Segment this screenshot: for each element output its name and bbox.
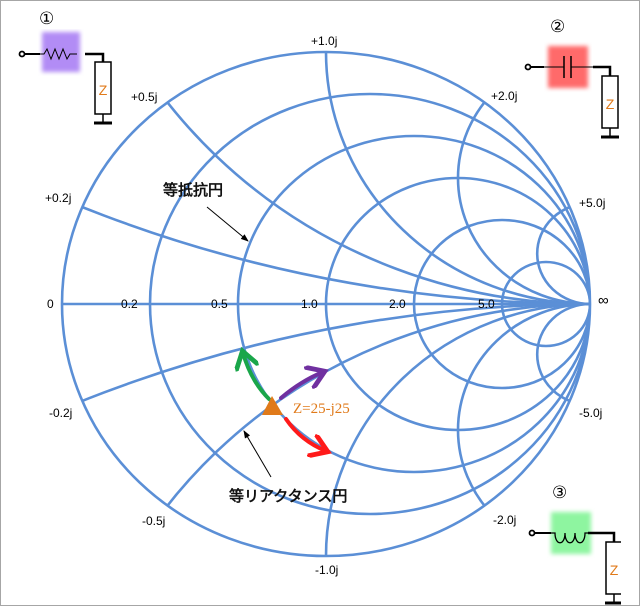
- load-label: Z: [606, 96, 615, 112]
- impedance-point-marker: [262, 396, 283, 415]
- terminal-icon: [524, 63, 532, 71]
- load-label: Z: [610, 562, 619, 578]
- imag-label-p0.5: +0.5j: [131, 90, 158, 104]
- circuit-1-resistor: Z: [18, 32, 112, 125]
- imag-label-m5.0: -5.0j: [579, 406, 603, 420]
- imag-label-m0.5: -0.5j: [142, 514, 166, 528]
- reactance-pointer-arrow: [243, 430, 272, 478]
- circuit-3-number: ③: [552, 483, 568, 503]
- real-label-0: 0: [47, 297, 54, 311]
- load-label: Z: [99, 82, 108, 98]
- inductor-highlight: [551, 512, 591, 554]
- real-label-5.0: 5.0: [478, 297, 495, 311]
- imag-label-m0.2: -0.2j: [49, 406, 73, 420]
- green-arrow: [243, 353, 271, 401]
- imag-label-p2.0: +2.0j: [491, 89, 518, 103]
- resistor-icon: [40, 47, 77, 61]
- const-resistance-label: 等抵抗円: [163, 181, 224, 199]
- real-label-0.2: 0.2: [121, 297, 138, 311]
- inductor-coil-icon: [551, 532, 588, 544]
- resistance-pointer-arrow: [206, 206, 249, 242]
- real-label-2.0: 2.0: [389, 297, 406, 311]
- terminal-icon: [528, 529, 536, 537]
- circuit-1-number: ①: [39, 9, 55, 29]
- purple-arrow: [279, 372, 323, 400]
- imag-label-p0.2: +0.2j: [45, 191, 72, 205]
- circuit-2-capacitor: Z: [524, 46, 619, 139]
- imag-label-p1.0: +1.0j: [311, 34, 338, 48]
- imag-label-m2.0: -2.0j: [493, 513, 517, 527]
- terminal-icon: [18, 50, 26, 58]
- real-label-1.0: 1.0: [301, 297, 318, 311]
- imag-label-m1.0: -1.0j: [315, 563, 339, 577]
- circuit-3-inductor: Z: [528, 512, 621, 605]
- const-reactance-label: 等リアクタンス円: [229, 487, 348, 505]
- outer-circle: [62, 52, 590, 556]
- circuit-2-number: ②: [550, 17, 566, 37]
- impedance-point-label: Z=25-j25: [293, 401, 350, 417]
- real-label-infinity: ∞: [598, 292, 609, 309]
- imag-label-p5.0: +5.0j: [579, 196, 606, 210]
- real-label-0.5: 0.5: [211, 297, 228, 311]
- red-arrow: [284, 417, 326, 451]
